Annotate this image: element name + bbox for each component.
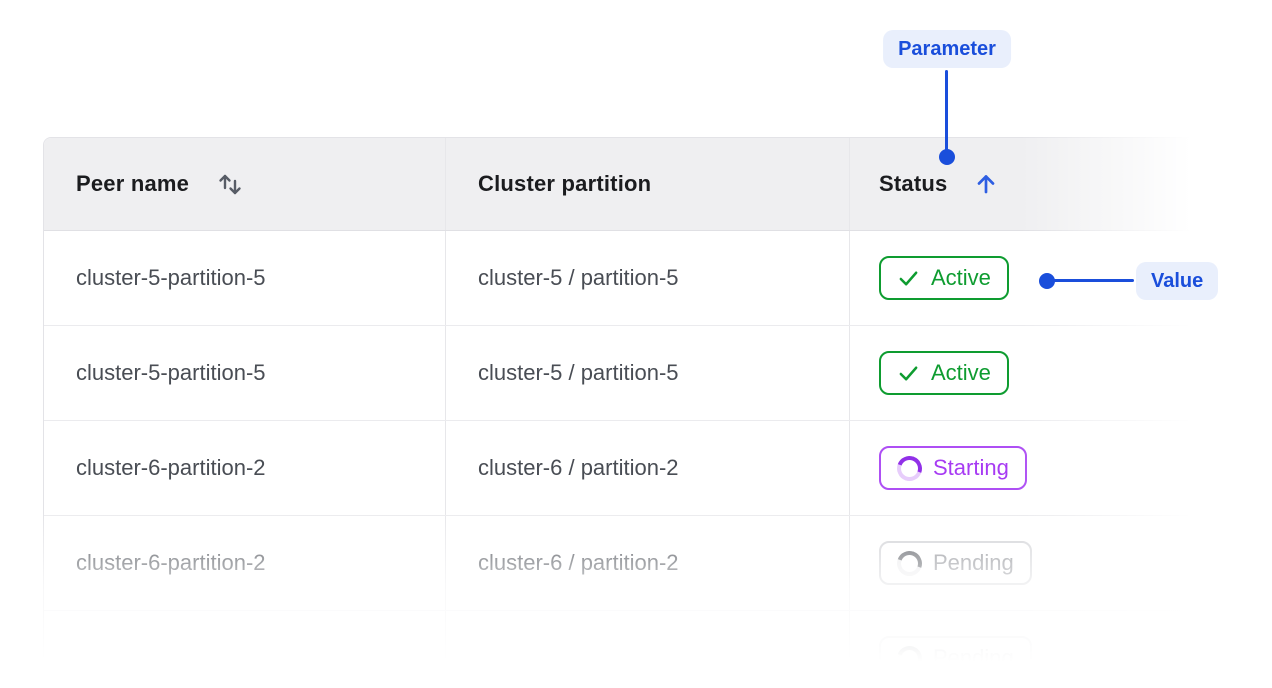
cluster-partition-value: cluster-5 / partition-5: [478, 265, 679, 290]
parameter-connector-dot: [939, 149, 955, 165]
peer-name-value: cluster-6-partition-2: [76, 455, 266, 480]
column-label: Peer name: [76, 171, 190, 196]
bottom-fade-overlay: [0, 512, 1272, 688]
cluster-partition-value: cluster-5 / partition-5: [478, 360, 679, 385]
status-badge: Active: [879, 351, 1009, 395]
status-badge: Starting: [879, 446, 1027, 490]
parameter-callout-pill: Parameter: [883, 30, 1011, 68]
column-label: Cluster partition: [478, 171, 652, 196]
parameter-connector-line: [945, 70, 948, 151]
check-icon: [899, 271, 918, 285]
value-callout-pill: Value: [1136, 262, 1219, 300]
column-header-cluster-partition[interactable]: Cluster partition: [446, 138, 850, 230]
arrow-up-icon[interactable]: [973, 171, 999, 197]
status-label: Active: [931, 360, 991, 385]
peer-name-value: cluster-5-partition-5: [76, 265, 266, 290]
column-header-status[interactable]: Status: [850, 138, 1271, 230]
status-label: Active: [931, 265, 991, 290]
peer-name-value: cluster-5-partition-5: [76, 360, 266, 385]
value-connector-line: [1051, 279, 1134, 282]
status-label: Starting: [933, 455, 1009, 480]
column-label: Status: [879, 171, 948, 196]
spinner-icon: [892, 451, 927, 485]
cluster-partition-value: cluster-6 / partition-2: [478, 455, 679, 480]
column-header-peer-name[interactable]: Peer name: [44, 138, 446, 230]
parameter-callout-label: Parameter: [898, 37, 996, 60]
value-connector-dot: [1039, 273, 1055, 289]
sort-arrows-icon[interactable]: [215, 171, 245, 198]
check-icon: [899, 366, 918, 380]
status-badge: Active: [879, 256, 1009, 300]
value-callout-label: Value: [1151, 269, 1204, 292]
